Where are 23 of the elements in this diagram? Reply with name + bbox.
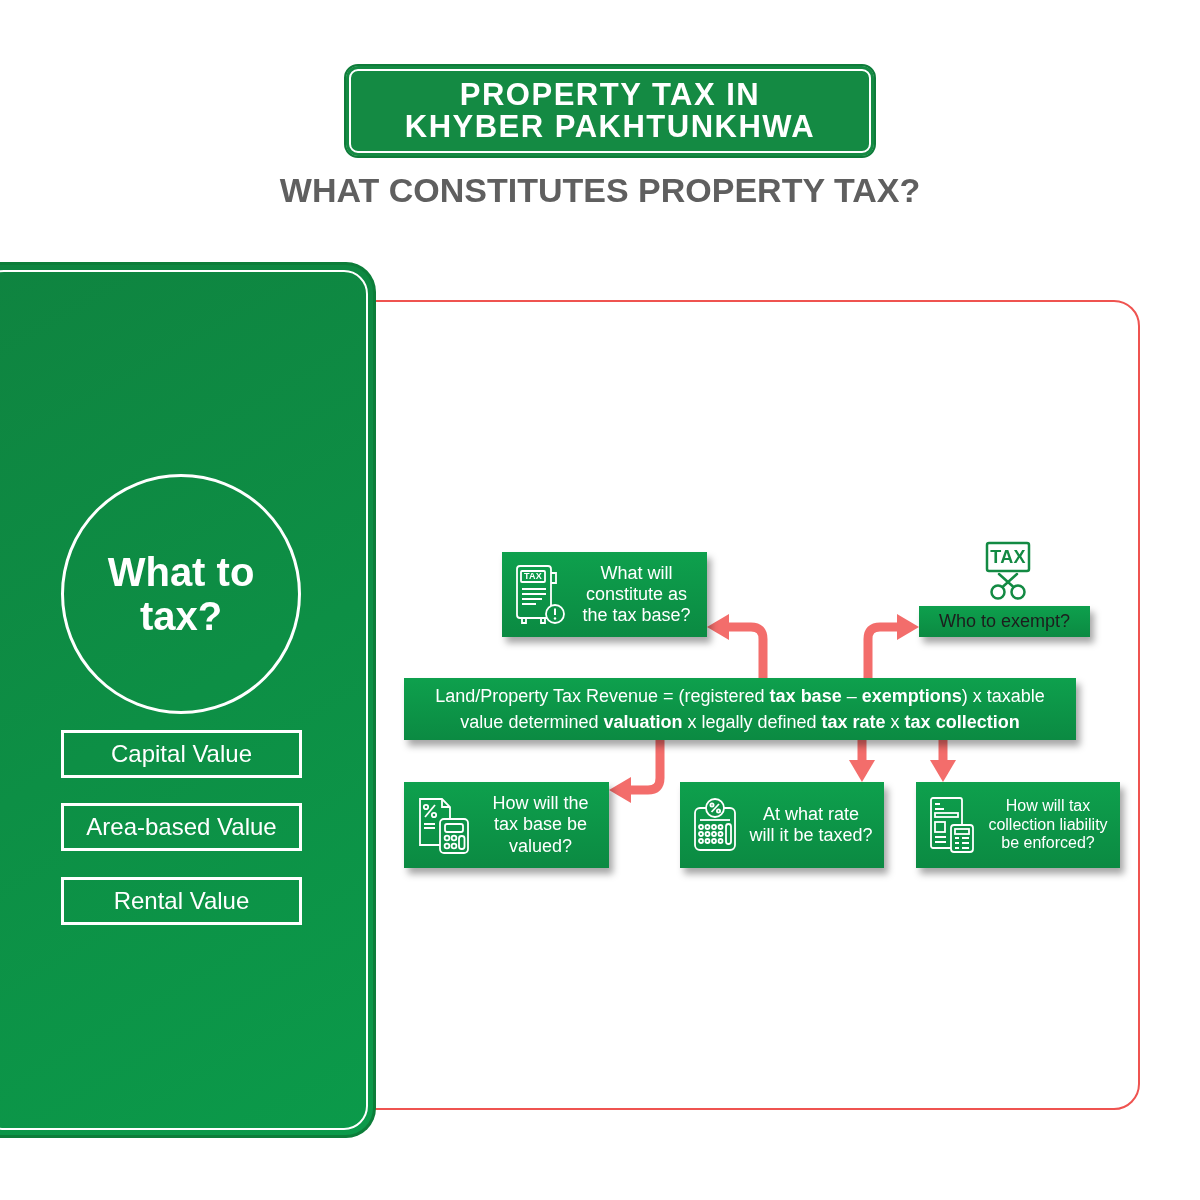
value-box: Area-based Value bbox=[61, 803, 302, 851]
question-text: How will tax collection liability be enforced? bbox=[987, 796, 1109, 854]
question-box bbox=[916, 782, 1120, 868]
arrow bbox=[930, 740, 956, 782]
arrow bbox=[863, 614, 919, 678]
arrow bbox=[849, 740, 875, 782]
icon-label: TAX bbox=[989, 546, 1027, 569]
title-text: PROPERTY TAX IN KHYBER PAKHTUNKHWA bbox=[403, 79, 817, 143]
question-box bbox=[502, 552, 707, 637]
arrow bbox=[609, 740, 665, 803]
question-box: Who to exempt? bbox=[919, 606, 1090, 637]
formula-box: Land/Property Tax Revenue = (registered tax base – exemptions) x taxable value determined valuation x legally defined tax rate x tax collection bbox=[404, 678, 1076, 740]
question-text: How will the tax base be valued? bbox=[491, 793, 590, 857]
question-text: At what rate will it be taxed? bbox=[748, 803, 874, 847]
subtitle-text: WHAT CONSTITUTES PROPERTY TAX? bbox=[279, 172, 921, 210]
icon-label: TAX bbox=[522, 570, 544, 582]
value-box: Capital Value bbox=[61, 730, 302, 778]
question-box bbox=[404, 782, 609, 868]
question-box bbox=[680, 782, 884, 868]
arrow bbox=[707, 614, 768, 678]
question-circle: What to tax? bbox=[61, 474, 301, 714]
question-text: What will constitute as the tax base? bbox=[581, 562, 692, 627]
value-box: Rental Value bbox=[61, 877, 302, 925]
